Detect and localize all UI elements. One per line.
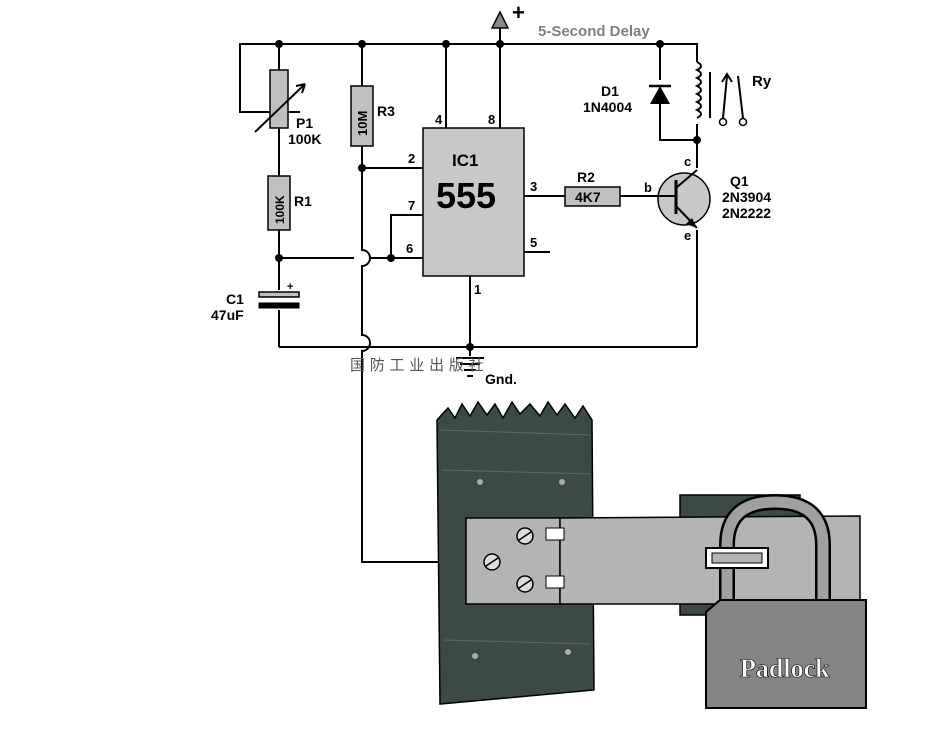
diagram-title: 5-Second Delay (538, 23, 650, 40)
r2-value: 4K7 (575, 189, 601, 205)
pin-3-label: 3 (530, 179, 537, 194)
diode-d1: D1 1N4004 (583, 83, 671, 115)
ic1-555-timer: IC1 555 4 8 2 7 6 3 5 1 (406, 112, 537, 297)
q1-collector-label: c (684, 154, 691, 169)
p1-value: 100K (288, 131, 321, 147)
pin-4-label: 4 (435, 112, 443, 127)
wires (239, 28, 698, 563)
supply-plus: + (512, 0, 525, 25)
c1-value: 47uF (211, 307, 244, 323)
publisher-watermark: 国 防 工 业 出 版 社 (350, 356, 484, 374)
r1-body-value: 100K (273, 195, 287, 224)
d1-part: 1N4004 (583, 99, 632, 115)
q1-part-1: 2N3904 (722, 189, 771, 205)
potentiometer-p1: P1 100K (254, 69, 321, 147)
resistor-r3: 10M R3 (350, 85, 395, 147)
c1-ref: C1 (226, 291, 244, 307)
transistor-q1: b c e Q1 2N3904 2N2222 (644, 154, 771, 243)
pin-7-label: 7 (408, 198, 415, 213)
q1-ref: Q1 (730, 173, 749, 189)
padlock: Padlock (705, 493, 867, 709)
capacitor-c1: + C1 47uF (211, 281, 300, 323)
pin-5-label: 5 (530, 235, 537, 250)
resistor-r1: 100K R1 (267, 175, 312, 231)
q1-emitter-label: e (684, 228, 691, 243)
ic-name: IC1 (452, 151, 478, 170)
q1-part-2: 2N2222 (722, 205, 771, 221)
r2-ref: R2 (577, 169, 595, 185)
resistor-r2: 4K7 R2 (564, 169, 621, 207)
supply-symbol: + 5-Second Delay (490, 0, 650, 40)
r3-body-value: 10M (355, 111, 370, 136)
relay-ry: Ry (694, 61, 772, 127)
d1-ref: D1 (601, 83, 619, 99)
pin-1-label: 1 (474, 282, 481, 297)
q1-base-label: b (644, 180, 652, 195)
c1-polarity: + (287, 281, 293, 293)
ground-symbol: Gnd. (456, 357, 517, 387)
pin-6-label: 6 (406, 241, 413, 256)
p1-ref: P1 (296, 115, 313, 131)
junctions (275, 40, 701, 351)
r1-ref: R1 (294, 193, 312, 209)
relay-ref: Ry (752, 73, 772, 90)
padlock-label: Padlock (740, 654, 830, 683)
r3-ref: R3 (377, 103, 395, 119)
hasp-strap (465, 515, 861, 605)
pin-8-label: 8 (488, 112, 495, 127)
pin-2-label: 2 (408, 151, 415, 166)
ic-part: 555 (436, 175, 496, 216)
ground-label: Gnd. (485, 371, 517, 387)
